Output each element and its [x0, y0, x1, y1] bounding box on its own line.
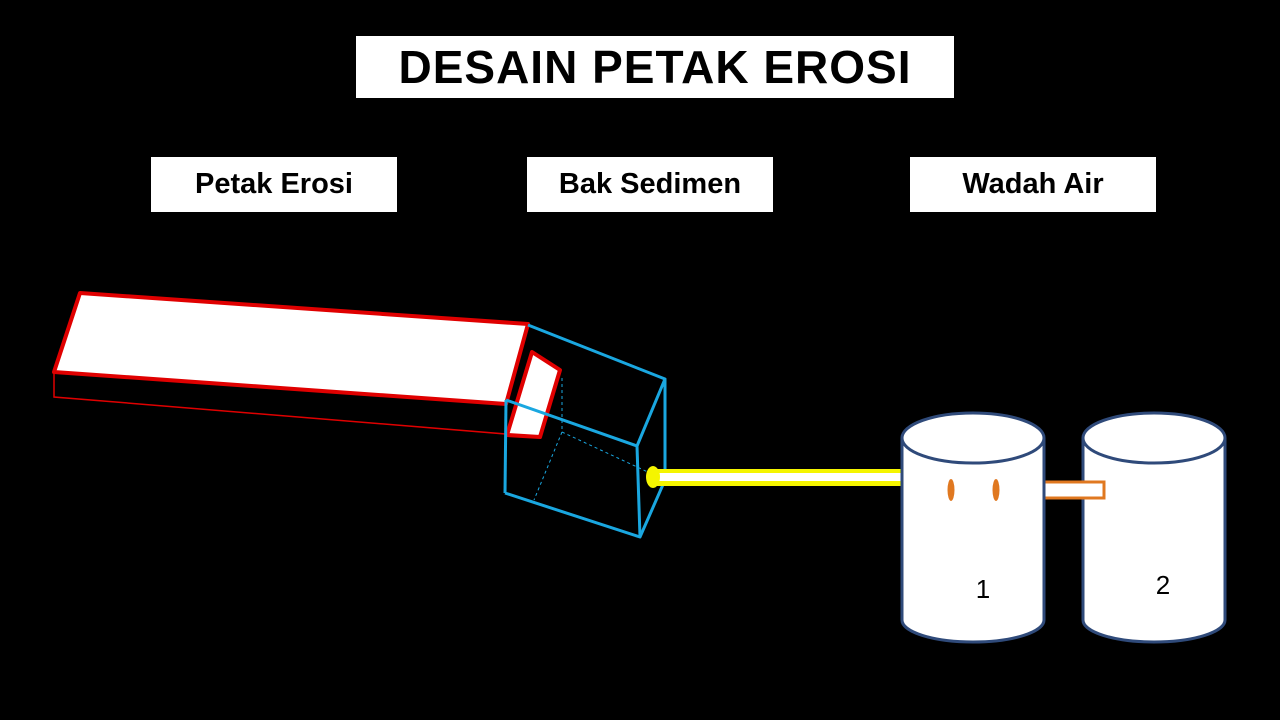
label-bak-sedimen: Bak Sedimen	[527, 157, 773, 212]
sediment-tank	[503, 323, 667, 539]
sediment-tank-hidden-edges	[533, 378, 666, 501]
water-container-2: 2	[1081, 411, 1227, 644]
water-container-1: 1	[900, 411, 1046, 644]
drain-pipe	[646, 466, 902, 488]
sediment-tank-front-right-edge	[635, 445, 642, 538]
container-1-hole-right	[992, 479, 1000, 501]
sediment-tank-top-front-edge	[505, 398, 638, 448]
sediment-tank-bottom-edge	[504, 479, 667, 539]
sediment-tank-left-edge	[503, 399, 508, 494]
label-bak-sedimen-text: Bak Sedimen	[558, 168, 742, 200]
label-wadah-air-text: Wadah Air	[962, 168, 1104, 200]
label-petak-erosi-text: Petak Erosi	[195, 168, 353, 200]
erosion-plot	[52, 291, 562, 439]
label-petak-erosi: Petak Erosi	[151, 157, 397, 212]
label-wadah-air: Wadah Air	[910, 157, 1156, 212]
pipe-inlet	[646, 466, 660, 488]
container-connector	[1038, 480, 1106, 500]
page-title: DESAIN PETAK EROSI	[398, 41, 912, 93]
container-1-number: 1	[976, 574, 990, 604]
container-2-number: 2	[1156, 570, 1170, 600]
erosion-plot-outlet	[505, 350, 562, 439]
container-1-hole-left	[947, 479, 955, 501]
title-box: DESAIN PETAK EROSI	[356, 36, 954, 98]
